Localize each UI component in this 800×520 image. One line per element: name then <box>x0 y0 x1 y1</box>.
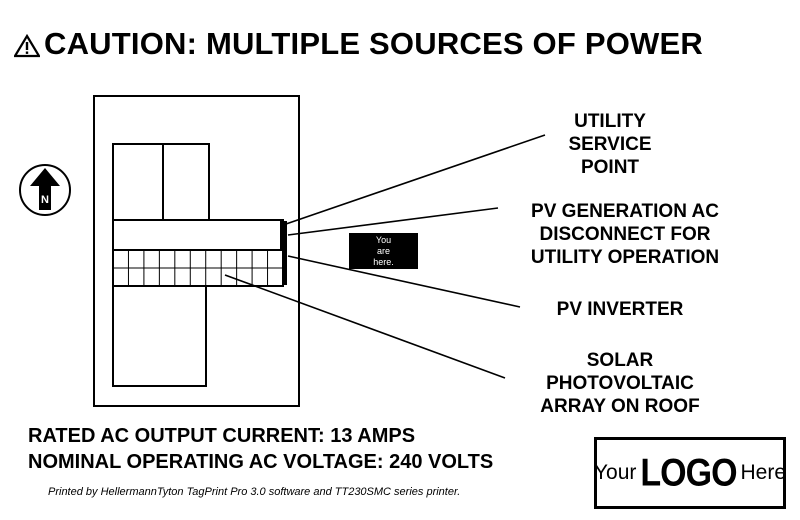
label-line: PV INVERTER <box>556 299 684 320</box>
label-line: UTILITY <box>574 111 646 132</box>
title-text: CAUTION: MULTIPLE SOURCES OF POWER <box>44 26 703 61</box>
logo-text-after: Here <box>740 461 787 484</box>
nominal-voltage: NOMINAL OPERATING AC VOLTAGE: 240 VOLTS <box>28 451 494 473</box>
logo-text-before: Your <box>593 461 637 484</box>
leader-solar <box>224 274 506 379</box>
north-label: N <box>41 194 49 206</box>
logo-mark: LOGO <box>640 450 737 495</box>
leader-utility <box>285 134 546 225</box>
leader-pv-ac <box>287 207 499 236</box>
you-here-line: are <box>376 246 390 256</box>
label-utility-service-point: UTILITY SERVICE POINT <box>540 110 680 179</box>
you-here-line: here. <box>373 257 394 267</box>
label-solar-array: SOLAR PHOTOVOLTAIC ARRAY ON ROOF <box>525 349 715 418</box>
label-line: SOLAR <box>586 350 654 371</box>
you-here-line: You <box>375 235 392 245</box>
leader-inverter <box>287 255 521 308</box>
label-line: ARRAY ON ROOF <box>540 396 700 417</box>
rated-current: RATED AC OUTPUT CURRENT: 13 AMPS <box>28 425 416 447</box>
logo-placeholder: Your LOGO Here <box>594 437 786 509</box>
warning-triangle-icon <box>13 30 41 66</box>
label-line: SERVICE <box>568 134 652 155</box>
label-pv-inverter: PV INVERTER <box>540 298 700 321</box>
printer-footnote: Printed by HellermannTyton TagPrint Pro … <box>48 486 461 498</box>
label-line: POINT <box>580 157 640 178</box>
label-line: PV GENERATION AC <box>531 201 719 222</box>
solar-array <box>112 249 284 287</box>
page-title: CAUTION: MULTIPLE SOURCES OF POWER <box>13 26 703 66</box>
label-line: PHOTOVOLTAIC <box>546 373 694 394</box>
equipment-wall <box>112 219 284 251</box>
label-pv-ac-disconnect: PV GENERATION AC DISCONNECT FOR UTILITY … <box>500 200 750 269</box>
you-are-here-marker: You are here. <box>349 233 418 269</box>
label-line: UTILITY OPERATION <box>530 247 720 268</box>
label-line: DISCONNECT FOR <box>539 224 711 245</box>
building-upper <box>112 143 210 221</box>
north-arrow-icon: N <box>19 164 71 216</box>
building-lower <box>112 285 207 387</box>
